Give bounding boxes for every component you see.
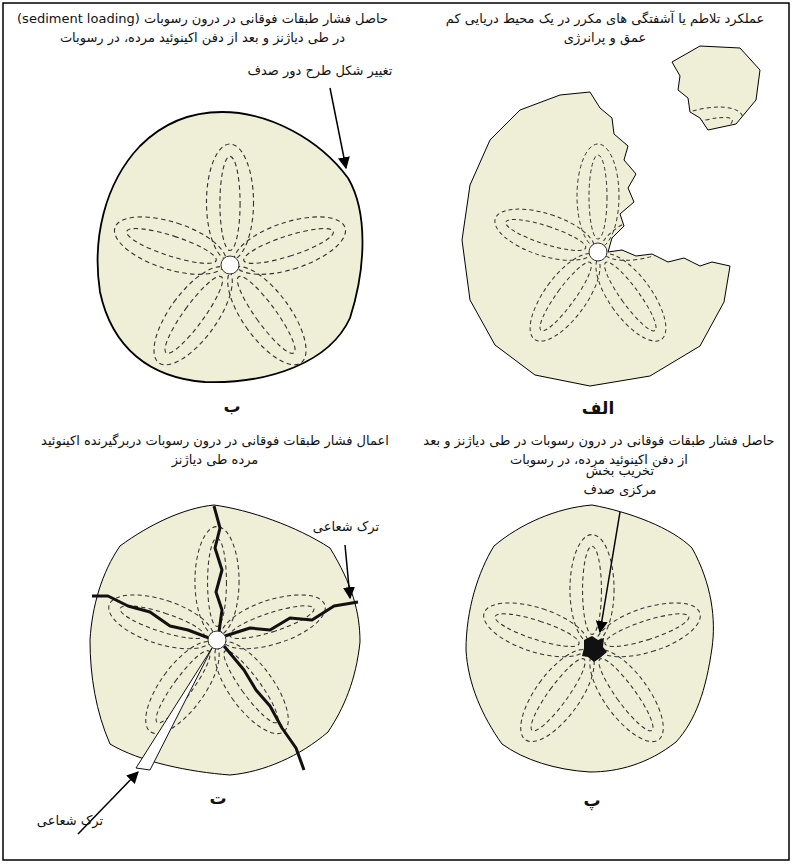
leader-arrow	[600, 512, 620, 632]
center-damaged-echinoid	[466, 505, 713, 772]
cracked-echinoid	[78, 505, 360, 834]
leader-arrow	[330, 88, 346, 168]
panel-letter: الف	[568, 396, 628, 421]
panel-caption: حاصل فشار طبقات فوقانی در درون رسوبات (s…	[15, 10, 390, 48]
panel-letter: ت	[188, 786, 248, 811]
callout-label: تغییر شکل طرح دور صدف	[240, 62, 400, 81]
callout-label: تخریب بخش مرکزی صدف	[568, 462, 672, 500]
panel-caption: عملکرد تلاطم یا آشفتگی های مکرر در یک مح…	[440, 10, 770, 48]
panel-letter: پ	[562, 788, 622, 813]
panel-caption: اعمال فشار طبقات فوقانی در درون رسوبات د…	[40, 432, 390, 470]
panel-letter: ب	[202, 394, 262, 419]
callout-label: ترک شعاعی	[20, 812, 120, 831]
broken-echinoid	[462, 42, 760, 386]
leader-arrow	[345, 545, 350, 598]
callout-label: ترک شعاعی	[296, 518, 396, 537]
deformed-echinoid	[98, 88, 363, 382]
frame	[3, 3, 789, 860]
